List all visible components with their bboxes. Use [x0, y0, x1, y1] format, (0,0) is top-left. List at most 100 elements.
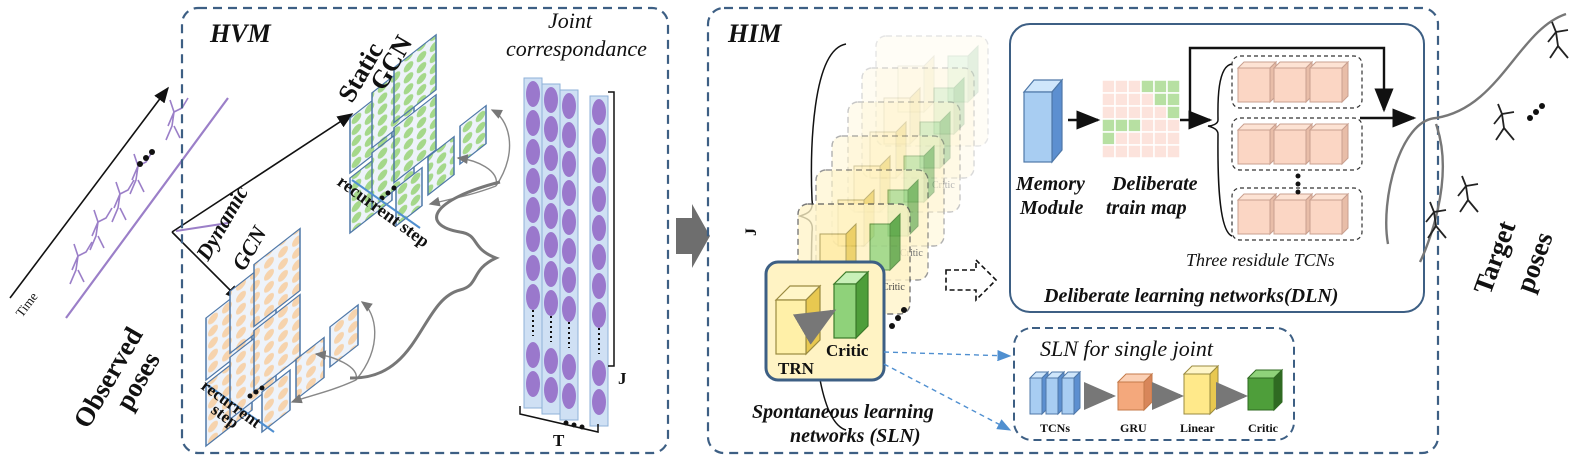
joint-node	[562, 267, 576, 293]
joint-node	[592, 273, 606, 299]
train-map-cell	[1101, 144, 1116, 159]
deliberate-line1: Deliberate	[1111, 173, 1198, 195]
train-map-cell	[1114, 144, 1129, 159]
train-map-cell	[1153, 92, 1168, 107]
joint-node	[592, 244, 606, 270]
train-map-cell	[1166, 92, 1181, 107]
joint-j-label: J	[618, 369, 627, 388]
joint-node	[544, 232, 558, 258]
hvm-frame	[180, 6, 670, 455]
static-recurrent-line	[351, 179, 421, 229]
sln-link-arrow-top	[883, 350, 1012, 362]
sln-single-critic-label: Critic	[1248, 421, 1279, 435]
sln-caption-line2: networks (SLN)	[790, 425, 921, 447]
joint-line1: Joint	[548, 8, 593, 33]
joint-node	[544, 87, 558, 113]
residue-label: Three residule TCNs	[1186, 250, 1335, 270]
joint-node	[562, 209, 576, 235]
sln-stack-critic-label: Critic	[882, 282, 905, 293]
pose-axis	[65, 97, 229, 319]
residue-tcn-group	[1231, 117, 1363, 171]
train-map-cell	[1166, 79, 1181, 94]
joint-node	[526, 168, 540, 194]
train-map-cell	[1140, 79, 1155, 94]
time-label: Time	[12, 289, 40, 320]
train-map-cell	[1101, 79, 1116, 94]
target-pose-figures	[1425, 21, 1569, 239]
sln-single-tcns-label: TCNs	[1040, 421, 1070, 435]
to-static-arrow	[171, 113, 354, 233]
train-map-cell	[1114, 92, 1129, 107]
joint-node	[544, 116, 558, 142]
sln-caption-line1: Spontaneous learning	[752, 401, 934, 423]
sln-single-title: SLN for single joint	[1040, 336, 1214, 361]
joint-column	[541, 83, 561, 415]
sln-stack-critic-label: Critic	[932, 180, 955, 191]
joint-node	[562, 354, 576, 380]
joint-node	[526, 255, 540, 281]
hvm-panel: HVM Static GCN recurrent step	[180, 6, 670, 455]
dynamic-ellipsis-dots	[247, 385, 265, 399]
tcn-cube	[1237, 129, 1271, 165]
hvm-title: HVM	[209, 19, 272, 48]
him-panel: HIM J CriticCriticCritic TRN Critic Spon…	[706, 6, 1440, 455]
dln-skip-connection	[1188, 46, 1394, 120]
train-map-cell	[1166, 144, 1181, 159]
residue-tcn-groups	[1231, 55, 1363, 241]
train-map-cell	[1114, 79, 1129, 94]
tcn-cube	[1237, 199, 1271, 235]
sln-stack-card	[861, 67, 975, 179]
joint-t-label: T	[553, 431, 565, 450]
target-ellipsis-dots	[1527, 103, 1545, 121]
train-map-cell	[1127, 144, 1142, 159]
tcn-cube	[1309, 67, 1343, 103]
train-map-cell	[1101, 118, 1116, 133]
hvm-brace	[349, 180, 501, 380]
deliberate-train-map	[1101, 79, 1181, 159]
joint-node	[544, 261, 558, 287]
joint-line2: correspondance	[506, 36, 647, 61]
joint-node	[526, 284, 540, 310]
memory-line2: Module	[1019, 197, 1083, 219]
memory-module-block	[1022, 78, 1064, 164]
sln-single-linear-label: Linear	[1180, 421, 1215, 435]
train-map-cell	[1127, 79, 1142, 94]
sln-link-arrow-bottom	[883, 363, 1012, 431]
joint-node	[526, 81, 540, 107]
pose-axis-branch	[175, 222, 229, 232]
joint-node	[592, 99, 606, 125]
train-map-cell	[1127, 92, 1142, 107]
joint-node	[592, 186, 606, 212]
train-map-cell	[1127, 105, 1142, 120]
tcn-cube	[1237, 67, 1271, 103]
train-map-cell	[1153, 79, 1168, 94]
train-map-cell	[1127, 131, 1142, 146]
dynamic-gcn-block: Dynamic GCN recurrent step	[190, 181, 376, 448]
tcn-cube	[1273, 67, 1307, 103]
train-map-cell	[1140, 105, 1155, 120]
target-curve-top	[1385, 12, 1567, 245]
observed-pose-figures	[69, 97, 189, 285]
train-map-cell	[1140, 131, 1155, 146]
joint-node	[562, 93, 576, 119]
train-map-cell	[1153, 118, 1168, 133]
sln-ellipsis-dots	[889, 307, 907, 329]
tcn-cube	[1309, 199, 1343, 235]
joint-column	[523, 77, 543, 409]
joint-node	[562, 238, 576, 264]
joint-node	[544, 174, 558, 200]
joint-node	[544, 203, 558, 229]
joint-node	[562, 122, 576, 148]
joint-node	[592, 360, 606, 386]
residue-tcn-group	[1231, 55, 1363, 109]
joint-columns	[523, 77, 609, 427]
to-dynamic-arrow	[171, 231, 242, 302]
train-map-cell	[1114, 105, 1129, 120]
joint-node	[562, 296, 576, 322]
train-map-cell	[1153, 105, 1168, 120]
joint-node	[562, 180, 576, 206]
sln-single-gru	[1116, 372, 1154, 412]
joint-node	[544, 290, 558, 316]
train-map-cell	[1166, 131, 1181, 146]
